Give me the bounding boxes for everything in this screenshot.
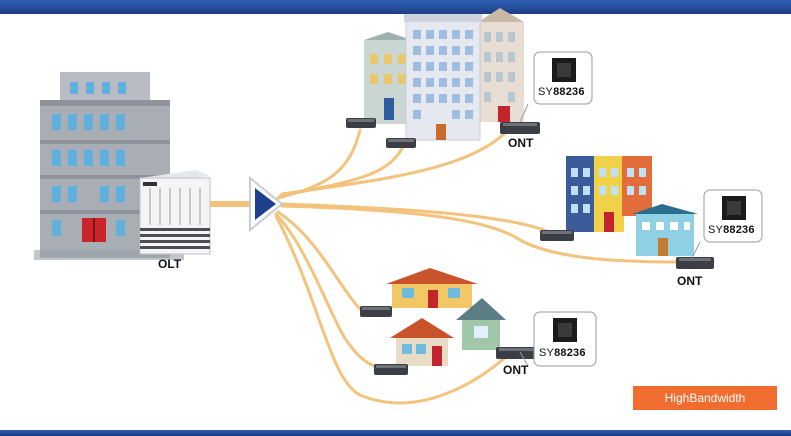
ont-device <box>374 364 408 375</box>
ont-device <box>540 230 574 241</box>
footer-bar <box>0 430 791 436</box>
fiber-to-top-cluster-2 <box>278 141 407 198</box>
fiber-to-houses-2 <box>274 212 382 370</box>
ont-device <box>386 138 416 148</box>
apartment-cluster-top <box>364 8 524 141</box>
fiber-to-mid-cluster <box>280 202 557 237</box>
apartment-cluster-mid <box>566 156 698 256</box>
olt-label: OLT <box>158 257 182 271</box>
chip-callout-mid <box>691 189 763 259</box>
olt-rack <box>139 170 211 255</box>
ont-label-bottom: ONT <box>503 363 529 377</box>
ont-device <box>346 118 376 128</box>
fiber-to-mid-ont <box>280 204 688 264</box>
chip-callout-bottom <box>519 311 597 367</box>
fiber-to-houses-3 <box>274 214 510 405</box>
header-bar <box>0 0 791 14</box>
ont-device <box>360 306 392 317</box>
chip-callout-top <box>519 51 593 123</box>
ont-device <box>496 347 536 359</box>
ont-devices <box>346 118 714 375</box>
fiber-to-top-ont <box>280 128 510 196</box>
houses-cluster <box>386 268 506 366</box>
chip-part-number-bottom: SY88236 <box>539 347 586 359</box>
splitter-icon <box>249 175 284 233</box>
ont-device <box>676 257 714 269</box>
ont-label-top: ONT <box>508 136 534 150</box>
ont-label-mid: ONT <box>677 274 703 288</box>
chip-part-number-top: SY88236 <box>538 86 585 98</box>
fiber-to-houses-1 <box>276 210 365 314</box>
chip-part-number-mid: SY88236 <box>708 224 755 236</box>
high-bandwidth-badge: HighBandwidth <box>633 386 777 410</box>
fiber-cables <box>205 128 688 405</box>
ont-device <box>500 122 540 134</box>
